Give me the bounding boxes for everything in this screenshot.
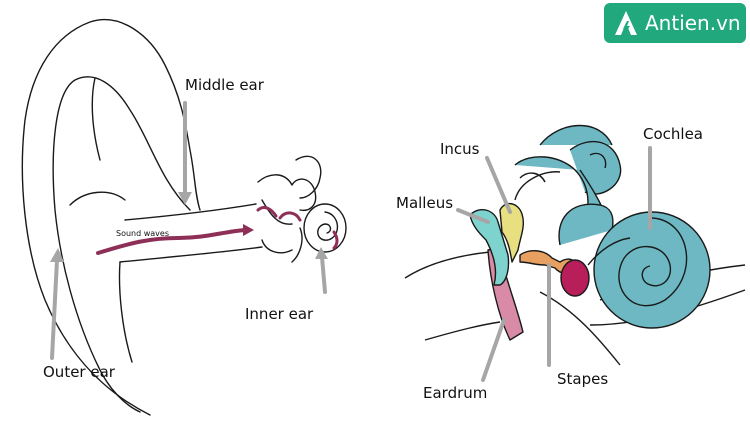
lightning-triangle-icon [615, 11, 637, 35]
sound-waves-label: Sound waves [116, 229, 170, 238]
sound-wave-arrow [96, 228, 247, 255]
outer-ear-pointer [50, 258, 59, 360]
inner-ear-pointer-head [315, 247, 328, 259]
middle-ear-label: Middle ear [185, 76, 264, 94]
cochlea-label: Cochlea [643, 125, 703, 143]
inner-ear-wave-marks [256, 206, 339, 250]
incus-pointer [485, 156, 512, 214]
outer-ear-label: Outer ear [43, 363, 115, 381]
incus-label: Incus [440, 140, 480, 158]
brand-name: Antien.vn [645, 11, 741, 35]
outer-ear-pointer-head [50, 248, 64, 262]
middle-ear-pointer-head [178, 192, 192, 205]
inner-ear-pointer [320, 255, 327, 294]
sound-wave-arrow-head [243, 224, 254, 236]
label-pointers [50, 101, 652, 382]
inner-ear-label: Inner ear [245, 305, 314, 323]
malleus-label: Malleus [396, 194, 454, 212]
eardrum-label: Eardrum [423, 384, 488, 402]
eardrum-pointer [481, 318, 506, 382]
middle-inner-ear-detail [404, 124, 746, 366]
stapes-label: Stapes [557, 370, 609, 388]
malleus-pointer [456, 208, 490, 224]
brand-logo: Antien.vn [604, 3, 746, 43]
